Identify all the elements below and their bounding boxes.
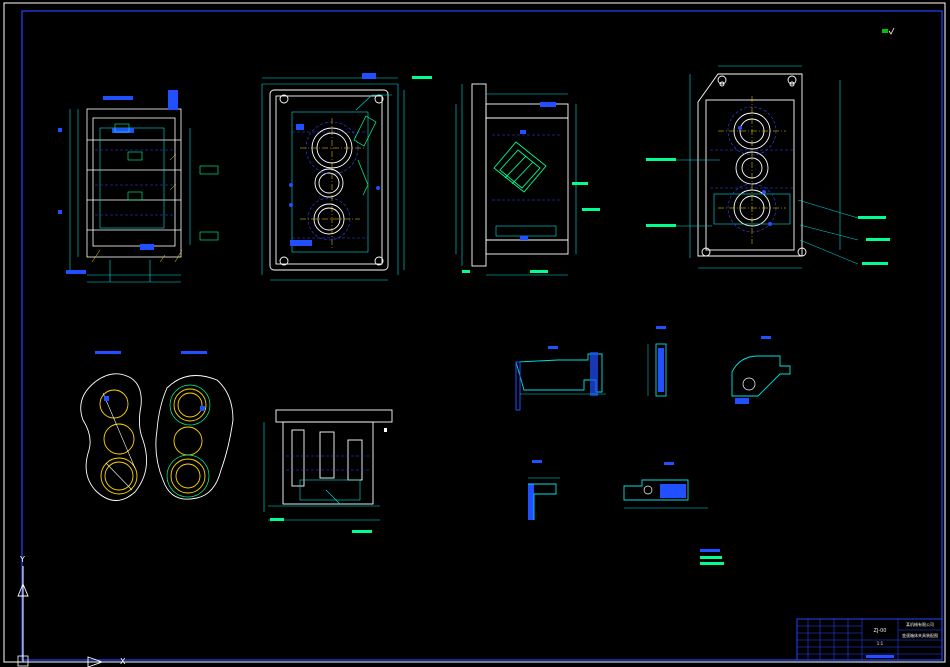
title-block[interactable]: ZJ-00 某机械有限公司 变速箱体夹具装配图 1:1 <box>796 618 943 661</box>
detail-part-5[interactable] <box>623 462 708 509</box>
detail-part-2[interactable] <box>647 326 667 397</box>
company-name: 某机械有限公司 <box>906 621 934 627</box>
ucs-icon: Y X <box>17 555 126 667</box>
profile-label-a <box>95 351 121 354</box>
section-detail-view[interactable] <box>263 409 393 533</box>
ucs-x-label: X <box>120 657 126 666</box>
detail-part-4[interactable] <box>528 460 560 520</box>
top-plan-view[interactable] <box>261 73 432 281</box>
part-name: 变速箱体夹具装配图 <box>902 632 938 638</box>
detail-part-1[interactable] <box>515 346 606 411</box>
profile-label-b <box>181 351 207 354</box>
revision-marker <box>882 27 895 35</box>
technical-requirements-note[interactable] <box>700 549 724 565</box>
detail-part-3[interactable] <box>731 336 791 404</box>
front-section-view[interactable] <box>58 90 219 283</box>
drawing-number: ZJ-00 <box>874 628 887 634</box>
side-section-view[interactable] <box>455 83 600 276</box>
profile-view-a[interactable] <box>80 373 148 501</box>
drawing-frame <box>3 2 946 663</box>
ucs-y-label: Y <box>19 555 25 564</box>
profile-view-b[interactable] <box>155 375 234 500</box>
right-plan-view[interactable] <box>646 65 890 269</box>
drawing-scale: 1:1 <box>877 641 884 646</box>
